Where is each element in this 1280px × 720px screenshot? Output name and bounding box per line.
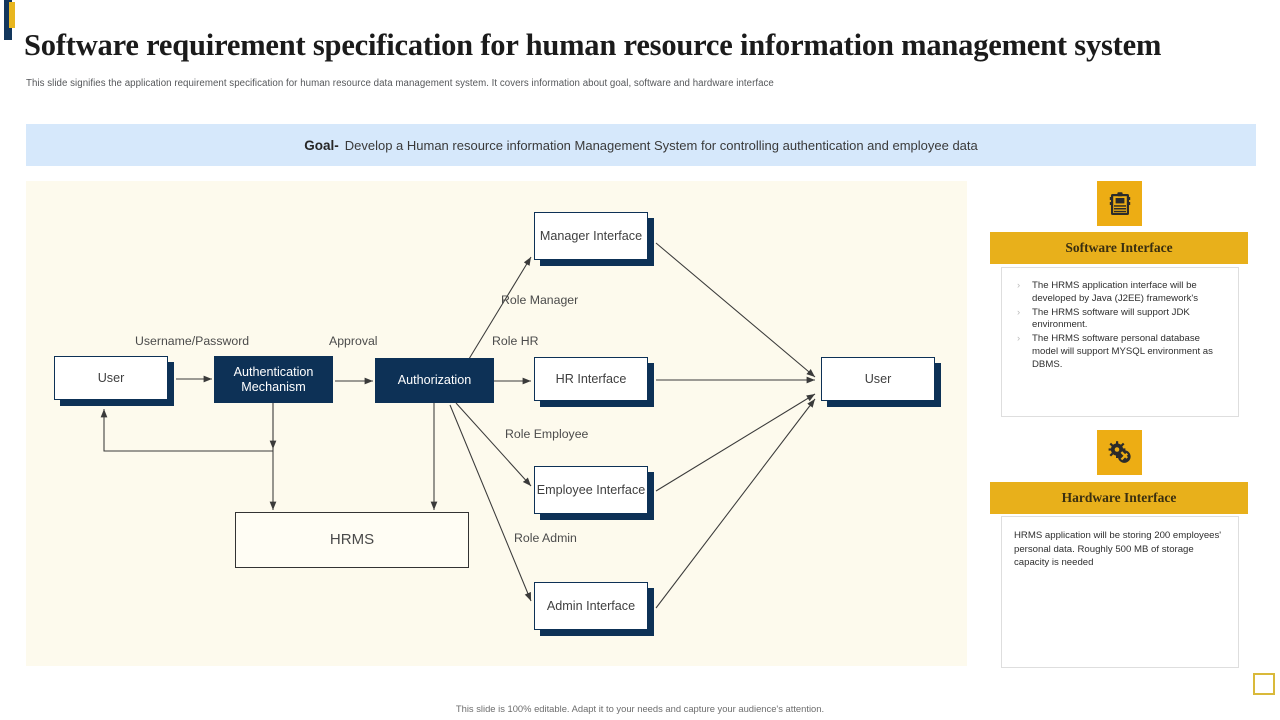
accent-bar-navy [4, 0, 12, 40]
diagram-node-authentication-mechanism[interactable]: Authentication Mechanism [214, 356, 333, 403]
corner-accent-square [1253, 673, 1275, 695]
node-face: HR Interface [534, 357, 648, 401]
goal-text: Develop a Human resource information Man… [344, 137, 978, 153]
hardware-interface-icon-tile [1097, 430, 1142, 475]
software-interface-body: › The HRMS application interface will be… [1001, 267, 1239, 417]
software-interface-title: Software Interface [1065, 240, 1173, 255]
hardware-interface-title: Hardware Interface [1061, 490, 1177, 505]
page-subtitle: This slide signifies the application req… [26, 78, 774, 89]
node-face: Authorization [375, 358, 494, 403]
node-face: Manager Interface [534, 212, 648, 260]
accent-bar-gold [9, 2, 15, 28]
footer-note: This slide is 100% editable. Adapt it to… [455, 703, 825, 714]
node-face: Employee Interface [534, 466, 648, 514]
list-item-text: The HRMS software will support JDK envir… [1032, 306, 1190, 331]
edge-label-role-employee: Role Employee [505, 427, 589, 441]
edge-label-role-hr: Role HR [492, 334, 539, 348]
goal-banner: Goal- Develop a Human resource informati… [26, 124, 1256, 166]
edge-label-approval: Approval [329, 334, 378, 348]
diagram-connectors [100, 242, 816, 609]
list-item: › The HRMS application interface will be… [1014, 280, 1226, 306]
node-face: Admin Interface [534, 582, 648, 630]
list-item: › The HRMS software personal database mo… [1014, 333, 1226, 371]
page-title: Software requirement specification for h… [24, 28, 1162, 62]
goal-label: Goal- [304, 137, 339, 153]
node-face: Authentication Mechanism [214, 356, 333, 403]
edge-label-role-manager: Role Manager [501, 293, 579, 307]
chevron-right-icon: › [1017, 333, 1021, 344]
clipboard-lock-icon [1109, 191, 1130, 215]
edge-label-username-password: Username/Password [135, 334, 250, 348]
node-face: User [821, 357, 935, 401]
list-item-text: The HRMS application interface will be d… [1032, 280, 1199, 304]
diagram-node-hr-interface[interactable]: HR Interface [534, 357, 654, 407]
list-item-text: The HRMS software personal database mode… [1032, 333, 1213, 370]
hardware-interface-paragraph: HRMS application will be storing 200 emp… [1014, 530, 1222, 569]
diagram-panel: User Authentication Mechanism Authorizat… [26, 181, 967, 666]
software-interface-bullets: › The HRMS application interface will be… [1014, 280, 1226, 371]
diagram-node-manager-interface[interactable]: Manager Interface [534, 212, 654, 266]
hardware-interface-body: HRMS application will be storing 200 emp… [1001, 516, 1239, 668]
software-interface-header: Software Interface [990, 232, 1248, 264]
node-face: User [54, 356, 168, 400]
diagram-node-admin-interface[interactable]: Admin Interface [534, 582, 654, 636]
diagram-node-user-right[interactable]: User [821, 357, 941, 407]
diagram-node-hrms[interactable]: HRMS [235, 512, 469, 568]
hardware-interface-header: Hardware Interface [990, 482, 1248, 514]
software-interface-icon-tile [1097, 181, 1142, 226]
diagram-node-authorization[interactable]: Authorization [375, 358, 494, 403]
edge-label-role-admin: Role Admin [514, 531, 577, 545]
node-face: HRMS [235, 512, 469, 568]
chevron-right-icon: › [1017, 306, 1021, 318]
diagram-node-user-left[interactable]: User [54, 356, 174, 406]
chevron-right-icon: › [1017, 280, 1021, 291]
diagram-node-employee-interface[interactable]: Employee Interface [534, 466, 654, 520]
list-item: › The HRMS software will support JDK env… [1014, 307, 1226, 333]
gears-icon [1108, 440, 1131, 463]
